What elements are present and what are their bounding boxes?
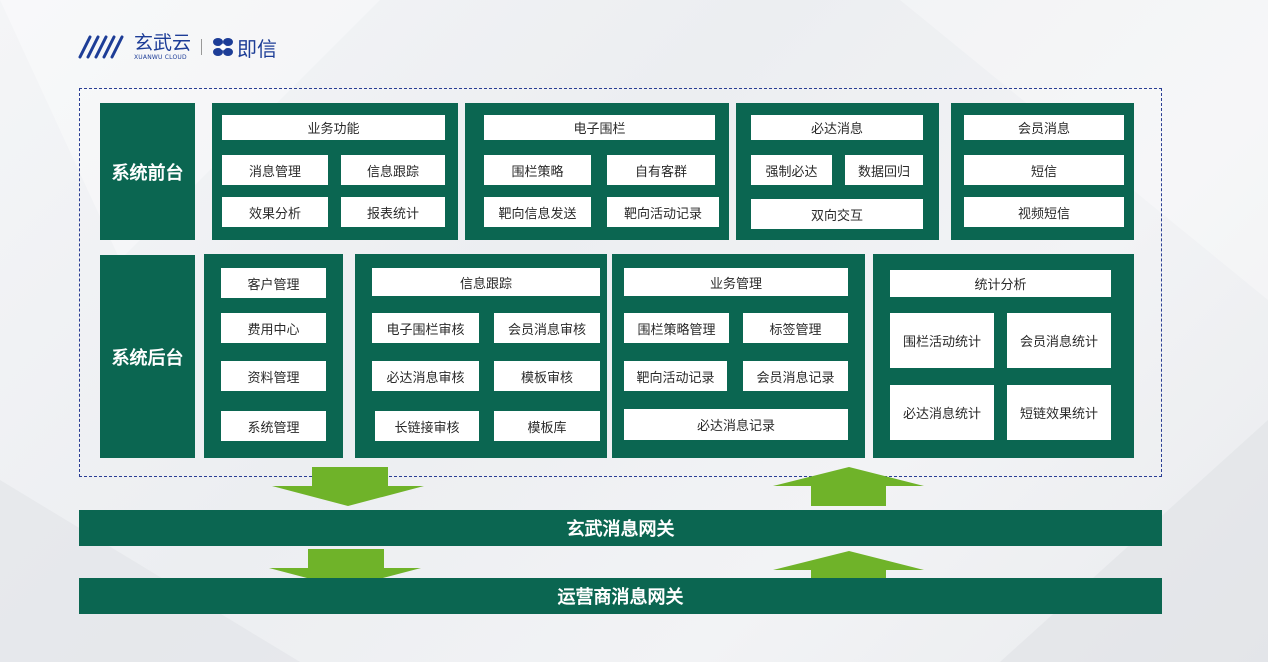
front-group-title: 电子围栏: [484, 115, 715, 140]
back-item: 会员消息记录: [743, 361, 848, 391]
front-group-title: 必达消息: [751, 115, 923, 140]
front-item: 消息管理: [222, 155, 328, 185]
front-item: 强制必达: [751, 155, 832, 185]
jixin-logo-icon: [213, 38, 234, 56]
back-label: 系统后台: [100, 255, 195, 458]
front-item: 视频短信: [964, 197, 1124, 227]
back-item: 资料管理: [221, 361, 326, 391]
back-item: 短链效果统计: [1007, 385, 1111, 440]
back-item: 必达消息统计: [890, 385, 994, 440]
back-item: 费用中心: [221, 313, 326, 343]
xuanwu-gateway-bar: 玄武消息网关: [79, 510, 1162, 546]
front-item: 报表统计: [341, 197, 445, 227]
down-arrow-1: [272, 467, 424, 506]
front-item: 围栏策略: [484, 155, 591, 185]
back-item: 靶向活动记录: [624, 361, 727, 391]
back-group-title: 业务管理: [624, 268, 848, 296]
front-item: 信息跟踪: [341, 155, 445, 185]
front-item: 自有客群: [607, 155, 715, 185]
back-item: 模板审核: [494, 361, 600, 391]
front-label: 系统前台: [100, 103, 195, 240]
back-item: 会员消息审核: [494, 313, 600, 343]
back-item: 电子围栏审核: [372, 313, 479, 343]
up-arrow-1: [773, 467, 924, 506]
back-item: 标签管理: [743, 313, 848, 343]
front-group-title: 会员消息: [964, 115, 1124, 140]
back-item: 模板库: [494, 411, 600, 441]
back-item: 必达消息审核: [372, 361, 479, 391]
xuanwu-name: 玄武云: [134, 31, 192, 54]
front-item: 靶向信息发送: [484, 197, 591, 227]
back-item: 长链接审核: [375, 411, 479, 441]
xuanwu-brand: 玄武云 XUANWU CLOUD: [134, 31, 192, 61]
back-group-title: 信息跟踪: [372, 268, 600, 296]
front-group-title: 业务功能: [222, 115, 445, 140]
back-item: 围栏活动统计: [890, 313, 994, 368]
carrier-gateway-bar: 运营商消息网关: [79, 578, 1162, 614]
back-item: 必达消息记录: [624, 409, 848, 440]
front-item: 数据回归: [845, 155, 923, 185]
back-item: 会员消息统计: [1007, 313, 1111, 368]
xuanwu-logo-icon: [78, 35, 124, 59]
back-item: 围栏策略管理: [624, 313, 729, 343]
front-item: 短信: [964, 155, 1124, 185]
back-item: 客户管理: [221, 268, 326, 298]
logo-area: 玄武云 XUANWU CLOUD 即信: [78, 32, 277, 62]
front-item: 靶向活动记录: [607, 197, 719, 227]
back-item: 系统管理: [221, 411, 326, 441]
logo-divider: [201, 39, 203, 55]
front-item: 效果分析: [222, 197, 328, 227]
down-arrow-2: [269, 549, 421, 588]
up-arrow-2: [773, 551, 924, 588]
back-group-title: 统计分析: [890, 270, 1111, 297]
jixin-name: 即信: [237, 36, 278, 61]
xuanwu-subtitle: XUANWU CLOUD: [134, 53, 187, 61]
system-boundary: [79, 88, 1162, 477]
front-item: 双向交互: [751, 199, 923, 229]
